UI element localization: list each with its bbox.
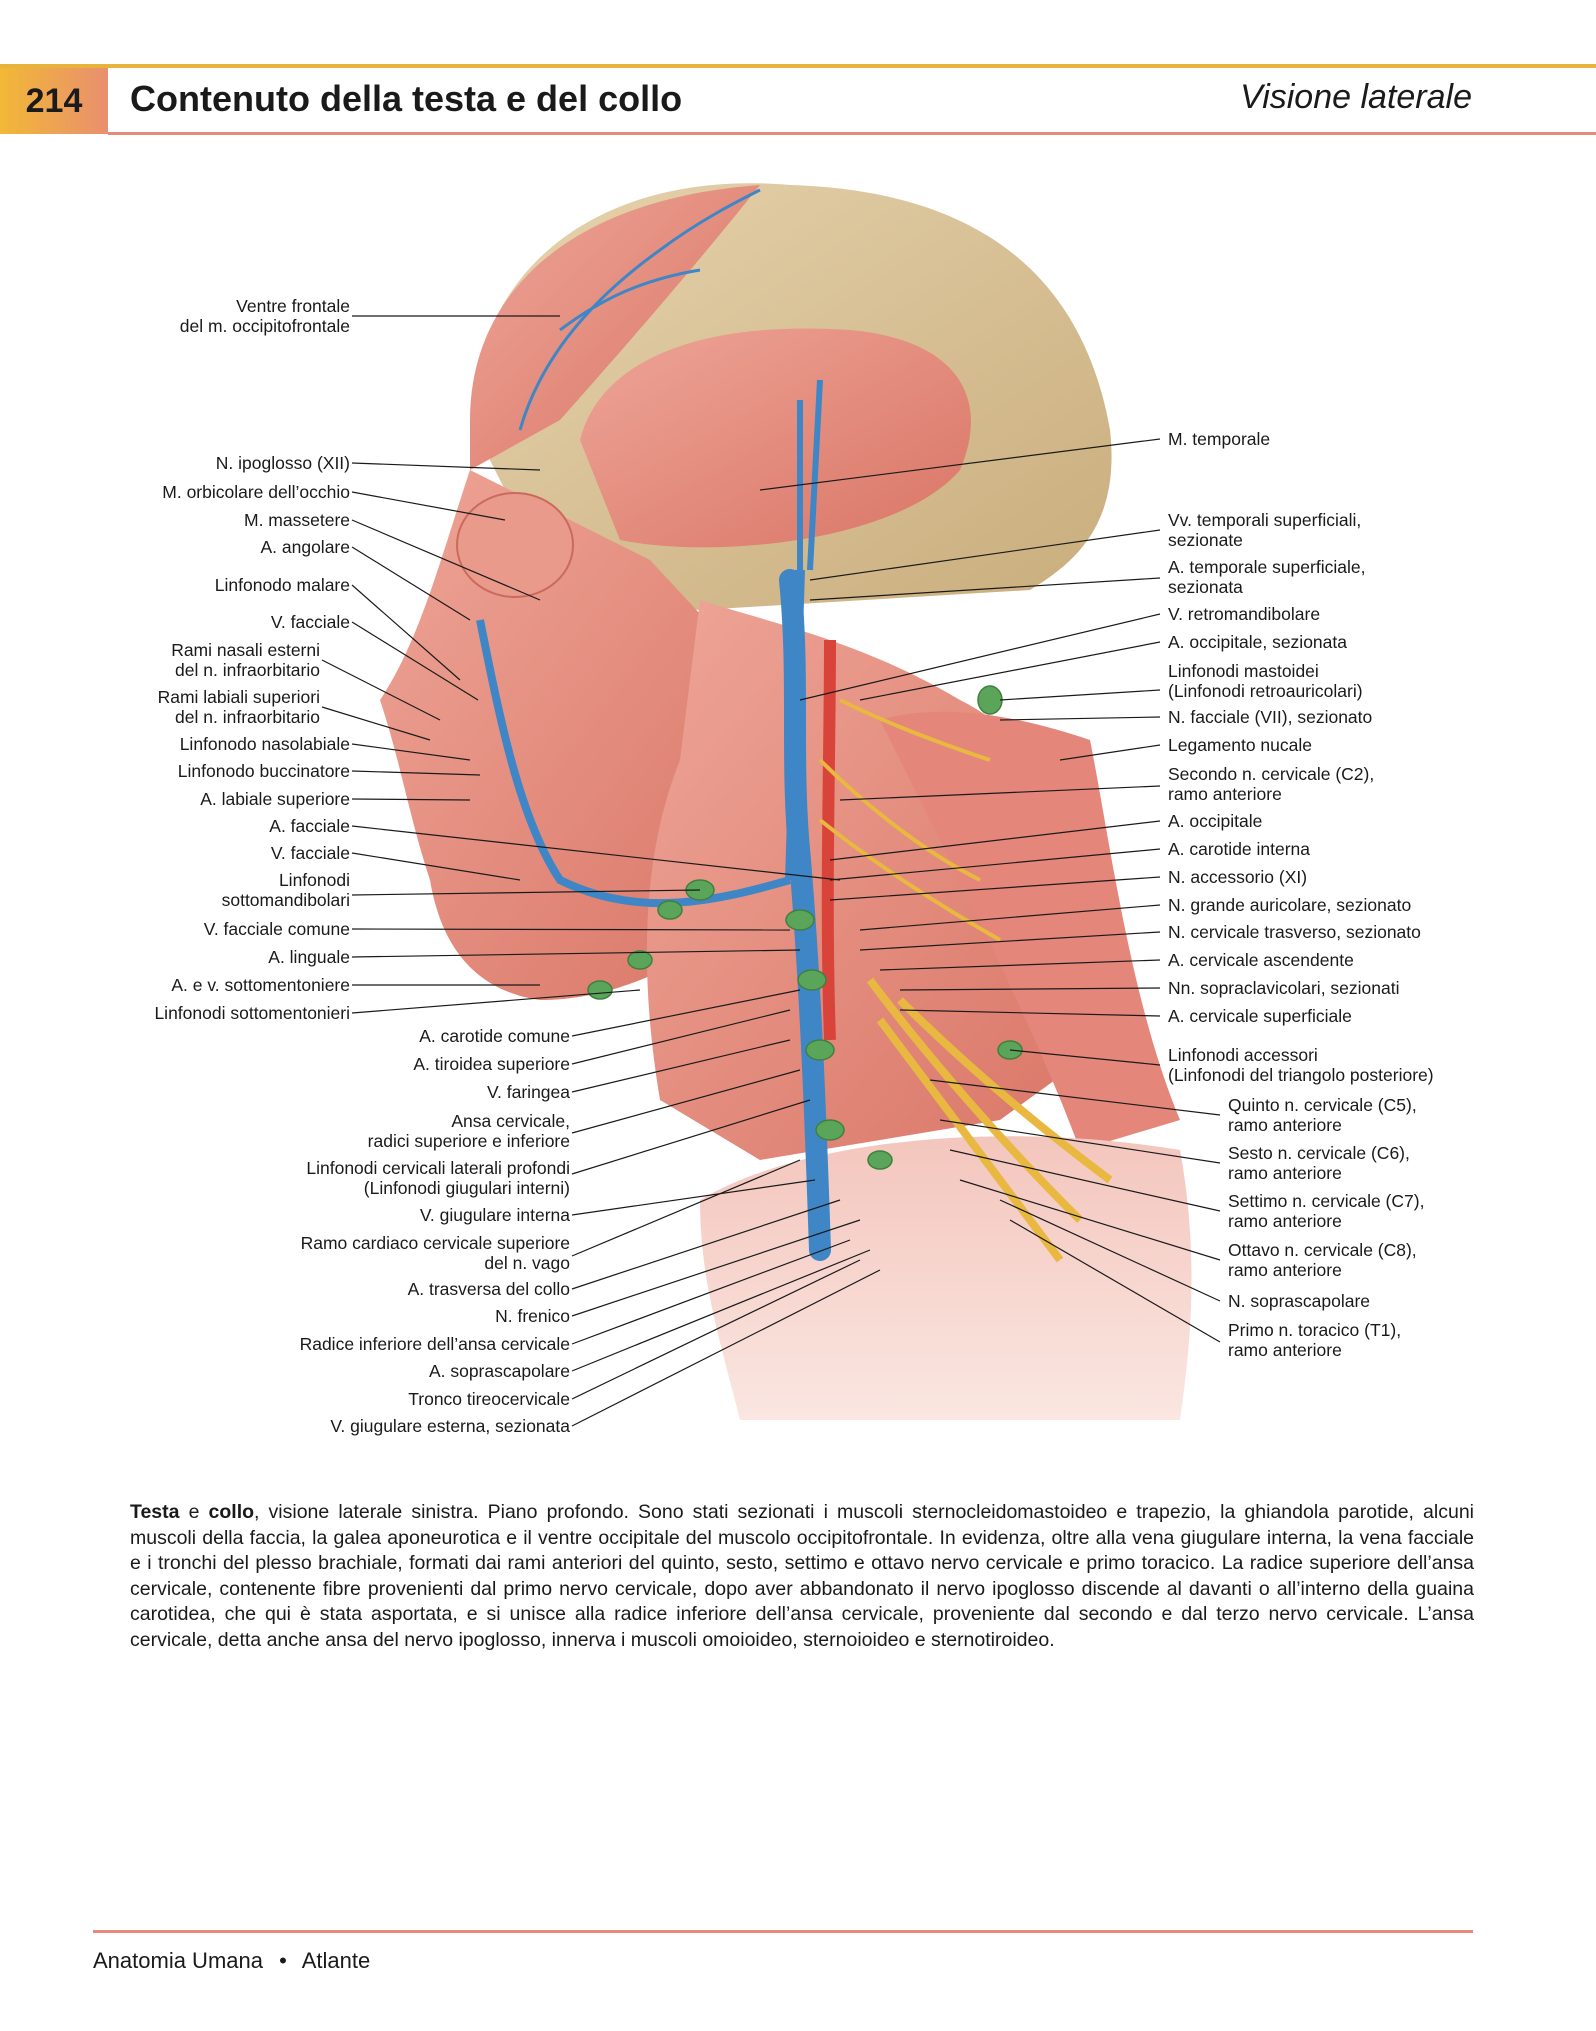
lymph-node [805, 1039, 835, 1061]
lymph-node [977, 685, 1003, 715]
lymph-node [785, 909, 815, 931]
label-suprascapular-artery: A. soprascapolare [428, 1361, 570, 1381]
label-orbicularis-oculi: M. orbicolare dell’occhio [162, 482, 350, 502]
label-inferior-root-ansa: Radice inferiore dell’ansa cervicale [299, 1334, 570, 1354]
footer-rule [93, 1930, 1473, 1933]
footer-separator: • [279, 1948, 287, 1973]
footer-book: Anatomia Umana [93, 1948, 263, 1973]
label-hypoglossal-nerve: N. ipoglosso (XII) [215, 453, 350, 473]
label-great-auricular-nerve: N. grande auricolare, sezionato [1168, 895, 1412, 915]
label-supraclavicular-nerves: Nn. sopraclavicolari, sezionati [1168, 978, 1400, 998]
label-deep-cervical-nodes: Linfonodi cervicali laterali profondi(Li… [306, 1158, 570, 1198]
lymph-node [815, 1119, 845, 1141]
label-second-cervical-nerve: Secondo n. cervicale (C2),ramo anteriore [1168, 764, 1375, 804]
label-masseter: M. massetere [244, 510, 350, 530]
footer: Anatomia Umana • Atlante [93, 1948, 370, 1974]
leader-lines-right [759, 438, 1221, 1343]
label-superficial-cervical-artery: A. cervicale superficiale [1168, 1006, 1352, 1026]
label-c7-nerve: Settimo n. cervicale (C7),ramo anteriore [1228, 1191, 1425, 1231]
figure-caption: Testa e collo, visione laterale sinistra… [130, 1500, 1474, 1653]
leader-lines-center [571, 989, 881, 1427]
label-c5-nerve: Quinto n. cervicale (C5),ramo anteriore [1228, 1095, 1417, 1135]
lymph-node [587, 980, 613, 1000]
frontal-vessels-shape [518, 188, 761, 431]
label-occipital-artery-cut: A. occipitale, sezionata [1168, 632, 1347, 652]
carotid-artery-shape [821, 639, 836, 1041]
label-phrenic-nerve: N. frenico [495, 1306, 570, 1326]
caption-text: , visione laterale sinistra. Piano profo… [130, 1501, 1474, 1651]
label-facial-vein-1: V. facciale [270, 612, 350, 632]
brachial-plexus-shape [866, 977, 1113, 1263]
label-facial-nerve: N. facciale (VII), sezionato [1168, 707, 1373, 727]
lymph-node [627, 950, 653, 970]
label-superficial-temporal-veins: Vv. temporali superficiali,sezionate [1168, 510, 1362, 550]
lymph-node [797, 969, 827, 991]
page-number: 214 [25, 82, 83, 120]
label-ascending-cervical-artery: A. cervicale ascendente [1168, 950, 1354, 970]
lymph-node [657, 900, 683, 920]
leader-lines-left [321, 315, 841, 1014]
label-internal-jugular-vein: V. giugulare interna [419, 1205, 570, 1225]
label-thyrocervical-trunk: Tronco tireocervicale [408, 1389, 570, 1409]
label-nasolabial-node: Linfonodo nasolabiale [179, 734, 350, 754]
label-c8-nerve: Ottavo n. cervicale (C8),ramo anteriore [1228, 1240, 1417, 1280]
label-retromandibular-vein: V. retromandibolare [1168, 604, 1321, 624]
header-top-line [0, 64, 1596, 68]
lymph-node [867, 1150, 893, 1170]
posterior-neck-shape [880, 711, 1180, 1150]
label-superficial-temporal-artery: A. temporale superficiale,sezionata [1168, 557, 1366, 597]
label-mastoid-nodes: Linfonodi mastoidei(Linfonodi retroauric… [1168, 661, 1363, 701]
facial-vein-shape [476, 619, 792, 908]
shoulder-shape [700, 1136, 1192, 1420]
caption-bold-testa: Testa [130, 1501, 180, 1523]
label-c6-nerve: Sesto n. cervicale (C6),ramo anteriore [1228, 1143, 1410, 1183]
label-facial-artery: A. facciale [269, 816, 350, 836]
label-nuchal-ligament: Legamento nucale [1168, 735, 1312, 755]
label-suprascapular-nerve: N. soprascapolare [1228, 1291, 1371, 1311]
label-malar-node: Linfonodo malare [214, 575, 350, 595]
label-common-facial-vein: V. facciale comune [203, 919, 350, 939]
label-accessory-nodes: Linfonodi accessori(Linfonodi del triang… [1168, 1045, 1434, 1085]
label-t1-nerve: Primo n. toracico (T1),ramo anteriore [1228, 1320, 1402, 1360]
label-angular-artery: A. angolare [260, 537, 350, 557]
header-rule [108, 132, 1596, 135]
label-transverse-cervical-artery: A. trasversa del collo [407, 1279, 570, 1299]
label-transverse-cervical-nerve: N. cervicale trasverso, sezionato [1168, 922, 1421, 942]
label-ansa-cervicalis: Ansa cervicale,radici superiore e inferi… [367, 1111, 570, 1151]
label-superior-thyroid-artery: A. tiroidea superiore [413, 1054, 570, 1074]
label-lingual-artery: A. linguale [268, 947, 350, 967]
retromandibular-vein-shape [785, 569, 805, 881]
label-superior-labial-artery: A. labiale superiore [200, 789, 350, 809]
label-pharyngeal-vein: V. faringea [486, 1082, 570, 1102]
label-facial-vein-2: V. facciale [270, 843, 350, 863]
caption-bold-collo: collo [208, 1501, 255, 1523]
temporal-muscle-shape [580, 328, 971, 548]
label-temporalis: M. temporale [1168, 429, 1271, 449]
page-number-box [0, 68, 108, 134]
label-accessory-nerve: N. accessorio (XI) [1168, 867, 1308, 887]
chapter-title: Contenuto della testa e del collo [130, 78, 683, 119]
anatomy-illustration [321, 183, 1221, 1427]
label-common-carotid: A. carotide comune [419, 1026, 570, 1046]
caption-conj: e [179, 1501, 209, 1523]
frontal-muscle-shape [470, 185, 760, 470]
label-submental-nodes: Linfonodi sottomentonieri [154, 1003, 350, 1023]
label-submental-vessels: A. e v. sottomentoniere [171, 975, 350, 995]
orbicularis-oculi-shape [456, 492, 574, 598]
footer-part: Atlante [301, 1948, 371, 1973]
label-internal-carotid: A. carotide interna [1168, 839, 1311, 859]
label-external-jugular-vein: V. giugulare esterna, sezionata [330, 1416, 570, 1436]
section-title: Visione laterale [1240, 78, 1472, 116]
label-buccinator-node: Linfonodo buccinatore [177, 761, 350, 781]
label-occipital-artery: A. occipitale [1168, 811, 1263, 831]
